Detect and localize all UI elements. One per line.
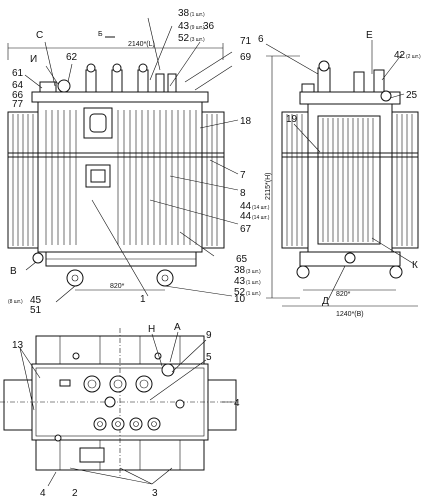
svg-text:(3 шт.): (3 шт.) — [190, 37, 205, 43]
side-radiator-left — [281, 111, 309, 249]
side-view: 2115*(H) — [258, 30, 421, 318]
label-3: 3 — [152, 488, 158, 499]
label-36: 36 — [203, 21, 215, 32]
label-38b: 38 — [234, 265, 246, 276]
svg-text:(3 шт.): (3 шт.) — [246, 269, 261, 275]
label-i: И — [30, 54, 37, 65]
label-71: 71 — [240, 36, 252, 47]
wheel-right — [156, 269, 174, 287]
side-ground — [344, 252, 356, 264]
side-base — [299, 251, 401, 267]
label-v: В — [10, 266, 17, 277]
width-dimension: 2140*(L) — [128, 41, 155, 48]
side-radiator-right — [391, 111, 419, 249]
height-dimension: 2115*(H) — [265, 173, 272, 201]
label-43: 43 — [178, 21, 190, 32]
side-bushing-hv — [317, 67, 331, 93]
label-e: Е — [366, 30, 373, 41]
label-69: 69 — [240, 52, 252, 63]
tank-cover — [31, 91, 209, 103]
label-52b: 52 — [234, 287, 246, 298]
label-19: 19 — [286, 114, 298, 125]
label-13: 13 — [12, 340, 24, 351]
hv-bushings — [85, 63, 177, 93]
label-k: К — [412, 260, 418, 271]
side-base-dimension: 820* — [336, 291, 351, 298]
label-9: 9 — [206, 330, 212, 341]
label-66: 66 — [12, 90, 24, 101]
svg-text:(1 шт.): (1 шт.) — [246, 280, 261, 286]
svg-text:(1 шт.): (1 шт.) — [190, 12, 205, 18]
wheel-left — [66, 269, 84, 287]
leader-lines — [24, 17, 239, 303]
side-wheel-left — [296, 265, 310, 279]
top-lv-bushings — [93, 417, 161, 431]
grounding-terminal — [32, 252, 44, 264]
label-44a: 44 — [240, 201, 252, 212]
label-4b: 4 — [40, 488, 46, 499]
label-10: 10 — [234, 294, 246, 305]
label-18: 18 — [240, 116, 252, 127]
right-radiator — [201, 111, 225, 249]
label-d: Д — [322, 296, 329, 307]
svg-text:(1 шт.): (1 шт.) — [246, 291, 261, 297]
label-51: 51 — [30, 305, 42, 316]
top-radiator-right — [207, 379, 237, 431]
side-width-dimension: 1240*(B) — [336, 311, 364, 318]
top-hv-bushings — [83, 375, 153, 393]
label-6: 6 — [258, 34, 264, 45]
label-77: 77 — [12, 99, 24, 110]
base-dimension: 820* — [110, 283, 125, 290]
label-44b: 44 — [240, 211, 252, 222]
valve — [57, 79, 71, 93]
label-4a: 4 — [234, 398, 240, 409]
center-panel — [83, 107, 113, 139]
svg-text:(14 шт.): (14 шт.) — [252, 215, 270, 221]
tank-body — [37, 101, 203, 253]
section-marker: Б — [98, 31, 103, 38]
label-42: 42 — [394, 50, 406, 61]
top-nameplate — [79, 447, 105, 463]
svg-text:(14 шт.): (14 шт.) — [252, 205, 270, 211]
side-wheel-right — [389, 265, 403, 279]
top-conservator — [161, 363, 175, 377]
top-radiator-left — [3, 379, 33, 431]
label-38: 38 — [178, 8, 190, 19]
label-45: 45 — [30, 295, 42, 306]
label-n: Н — [148, 324, 155, 335]
top-switch — [104, 396, 116, 408]
cooling-fins — [45, 110, 197, 245]
top-view: 13 Н А 9 5 4 4 2 3 — [0, 322, 240, 499]
oil-gauge — [39, 81, 57, 93]
svg-text:(8 шт.): (8 шт.) — [8, 299, 23, 305]
label-65: 65 — [236, 254, 248, 265]
label-61: 61 — [12, 68, 24, 79]
label-67: 67 — [240, 224, 252, 235]
side-tank — [307, 103, 393, 253]
label-64: 64 — [12, 80, 24, 91]
side-bushing-lv — [353, 71, 365, 93]
svg-text:(2 шт.): (2 шт.) — [406, 54, 421, 60]
label-52: 52 — [178, 33, 190, 44]
svg-text:(9 шт.): (9 шт.) — [190, 25, 205, 31]
label-s: С — [36, 30, 43, 41]
label-1: 1 — [140, 294, 146, 305]
side-valve — [380, 90, 392, 102]
label-62: 62 — [66, 52, 78, 63]
label-2: 2 — [72, 488, 78, 499]
label-7: 7 — [240, 170, 246, 181]
label-5: 5 — [206, 352, 212, 363]
front-view: 2140*(L) Б — [7, 8, 270, 316]
label-25: 25 — [406, 90, 418, 101]
label-43b: 43 — [234, 276, 246, 287]
side-fin-block — [317, 115, 381, 245]
left-radiator — [7, 111, 39, 249]
nameplate — [85, 164, 111, 188]
label-a: А — [174, 322, 181, 333]
label-8: 8 — [240, 188, 246, 199]
